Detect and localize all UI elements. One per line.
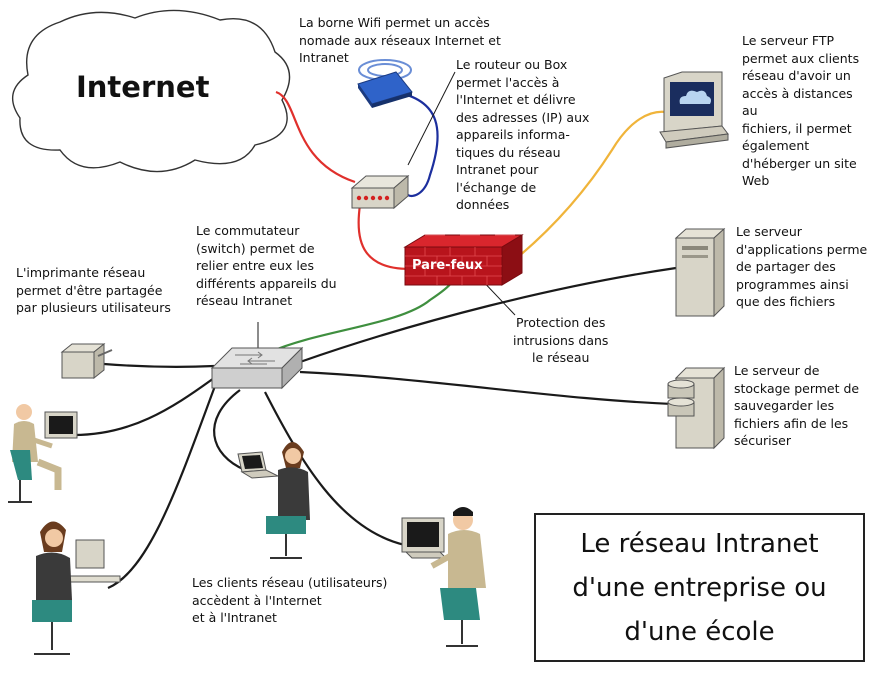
router-note: Le routeur ou Box permet l'accès à l'Int…: [456, 57, 590, 212]
wifi-router-link: [394, 90, 439, 198]
switch-icon: [210, 346, 304, 390]
client-user-4-icon: [401, 507, 486, 647]
storage-server-icon: [667, 366, 726, 450]
printer-note: L'imprimante réseau permet d'être partag…: [16, 265, 171, 315]
application-server-note: Le serveur d'applications perme de parta…: [736, 224, 868, 309]
wifi-note: La borne Wifi permet un accès nomade aux…: [299, 15, 501, 65]
internet-router-link: [275, 90, 356, 184]
ftp-server-note: Le serveur FTP permet aux clients réseau…: [742, 33, 860, 188]
switch-client4-cable: [264, 391, 406, 547]
switch-appserver-cable: [299, 266, 677, 364]
switch-printer-cable: [103, 362, 215, 368]
connections: [73, 71, 677, 590]
switch-client2-cable: [107, 385, 217, 590]
client-user-3-icon: [237, 442, 310, 559]
client-user-2-icon: [32, 521, 121, 655]
router-icon: [350, 174, 410, 210]
internet-label: Internet: [76, 70, 210, 104]
printer-icon: [60, 342, 113, 380]
firewall-note: Protection des intrusions dans le réseau: [513, 315, 609, 365]
switch-note: Le commutateur (switch) permet de relier…: [196, 223, 337, 308]
title-line-1: Le réseau Intranet: [580, 529, 819, 559]
firewall-icon: [403, 234, 524, 286]
switch-storage-cable: [299, 370, 677, 406]
switch-client3-cable: [213, 389, 246, 472]
router-note-pointer: [407, 71, 456, 166]
switch-client1-cable: [73, 377, 215, 437]
title-line-2: d'une entreprise ou: [572, 573, 827, 603]
clients-note: Les clients réseau (utilisateurs) accède…: [192, 575, 388, 625]
storage-server-note: Le serveur de stockage permet de sauvega…: [734, 363, 860, 448]
firewall-ftp-link: [511, 110, 667, 263]
firewall-label: Pare-feux: [412, 258, 483, 273]
switch-firewall-link: [269, 281, 453, 354]
ftp-server-icon: [659, 71, 729, 149]
title-box: Le réseau Intranet d'une entreprise ou d…: [534, 513, 865, 662]
application-server-icon: [674, 227, 726, 318]
title-line-3: d'une école: [624, 617, 775, 647]
client-user-1-icon: [8, 404, 78, 503]
wifi-access-point-icon: [357, 59, 413, 108]
internet-cloud: [11, 9, 291, 173]
